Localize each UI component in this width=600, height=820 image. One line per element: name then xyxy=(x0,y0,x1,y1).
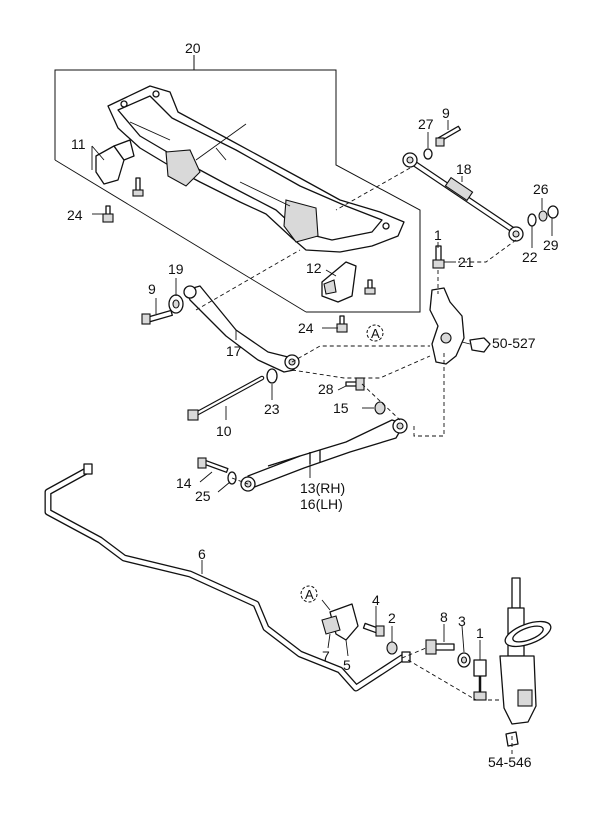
label-part-2: 2 xyxy=(388,610,396,626)
label-part-15: 15 xyxy=(333,400,349,416)
label-part-3: 3 xyxy=(458,613,466,629)
dashed-reference-lines xyxy=(195,167,517,756)
label-part-19: 19 xyxy=(168,261,184,277)
strut-assembly-ref-54-546 xyxy=(499,577,552,747)
label-part-1-lower: 1 xyxy=(476,625,484,641)
lateral-link-part-13-16 xyxy=(240,418,408,492)
rear-crossmember xyxy=(107,85,405,253)
bolt-bracket-12 xyxy=(364,279,376,295)
label-reference-a-lower: A xyxy=(305,587,314,602)
label-part-28: 28 xyxy=(318,381,334,397)
label-ref-50-527: 50-527 xyxy=(492,335,536,351)
bolt-bracket-11 xyxy=(132,177,144,197)
bolt-part-9-left xyxy=(141,309,173,325)
label-part-7: 7 xyxy=(322,648,330,664)
label-part-16-lh: 16(LH) xyxy=(300,496,343,512)
label-part-24-lower: 24 xyxy=(298,320,314,336)
reference-marker-a-lower xyxy=(300,585,318,603)
nut-part-15 xyxy=(374,401,386,415)
bracket-part-11 xyxy=(95,139,135,185)
label-part-9-upper: 9 xyxy=(442,105,450,121)
label-part-18: 18 xyxy=(456,161,472,177)
label-part-24-upper: 24 xyxy=(67,207,83,223)
trailing-arm-part-17 xyxy=(183,285,300,373)
label-part-17: 17 xyxy=(226,343,242,359)
label-part-22: 22 xyxy=(522,249,538,265)
label-part-29: 29 xyxy=(543,237,559,253)
washer-part-23 xyxy=(266,368,278,384)
label-part-20: 20 xyxy=(185,40,201,56)
nut-part-2 xyxy=(386,641,398,655)
label-part-8: 8 xyxy=(440,609,448,625)
label-part-11: 11 xyxy=(71,136,86,152)
bolt-part-21 xyxy=(432,245,445,269)
label-reference-a-upper: A xyxy=(371,326,380,341)
label-part-14: 14 xyxy=(176,475,192,491)
label-part-23: 23 xyxy=(264,401,280,417)
reference-marker-a-upper xyxy=(366,324,384,342)
long-bolt-part-10 xyxy=(187,375,265,421)
washer-part-27 xyxy=(423,148,433,160)
bolt-part-9-upper xyxy=(435,125,462,147)
bolt-part-8 xyxy=(425,639,455,655)
label-part-9-left: 9 xyxy=(148,281,156,297)
bolt-part-4 xyxy=(362,622,385,637)
label-part-10: 10 xyxy=(216,423,232,439)
nut-part-29 xyxy=(547,205,559,219)
label-part-6: 6 xyxy=(198,546,206,562)
bracket-part-12 xyxy=(321,261,357,303)
bushing-part-7 xyxy=(321,615,341,635)
label-part-1-upper: 1 xyxy=(434,227,442,243)
label-ref-54-546: 54-546 xyxy=(488,754,532,770)
label-part-21: 21 xyxy=(458,254,474,270)
stabilizer-bar-part-6 xyxy=(44,463,411,692)
crossmember-group-frame xyxy=(54,55,421,313)
label-part-25: 25 xyxy=(195,488,211,504)
washer-part-3 xyxy=(457,652,471,668)
bolt-part-28 xyxy=(345,377,365,391)
label-part-26: 26 xyxy=(533,181,549,197)
bolt-part-24-upper xyxy=(102,205,114,223)
rear-knuckle-ref-50-527 xyxy=(429,287,491,365)
bolt-part-14 xyxy=(197,457,229,473)
leader-lines xyxy=(91,120,553,660)
label-part-5: 5 xyxy=(343,657,351,673)
label-part-12: 12 xyxy=(306,260,322,276)
bolt-part-24-lower xyxy=(336,315,348,333)
label-part-4: 4 xyxy=(372,592,380,608)
nut-part-26 xyxy=(538,210,548,222)
stabilizer-link-part-1 xyxy=(473,659,487,701)
washer-part-22 xyxy=(527,213,537,227)
upper-arm-part-18 xyxy=(402,152,524,242)
label-part-13-rh: 13(RH) xyxy=(300,480,345,496)
label-part-27: 27 xyxy=(418,116,434,132)
